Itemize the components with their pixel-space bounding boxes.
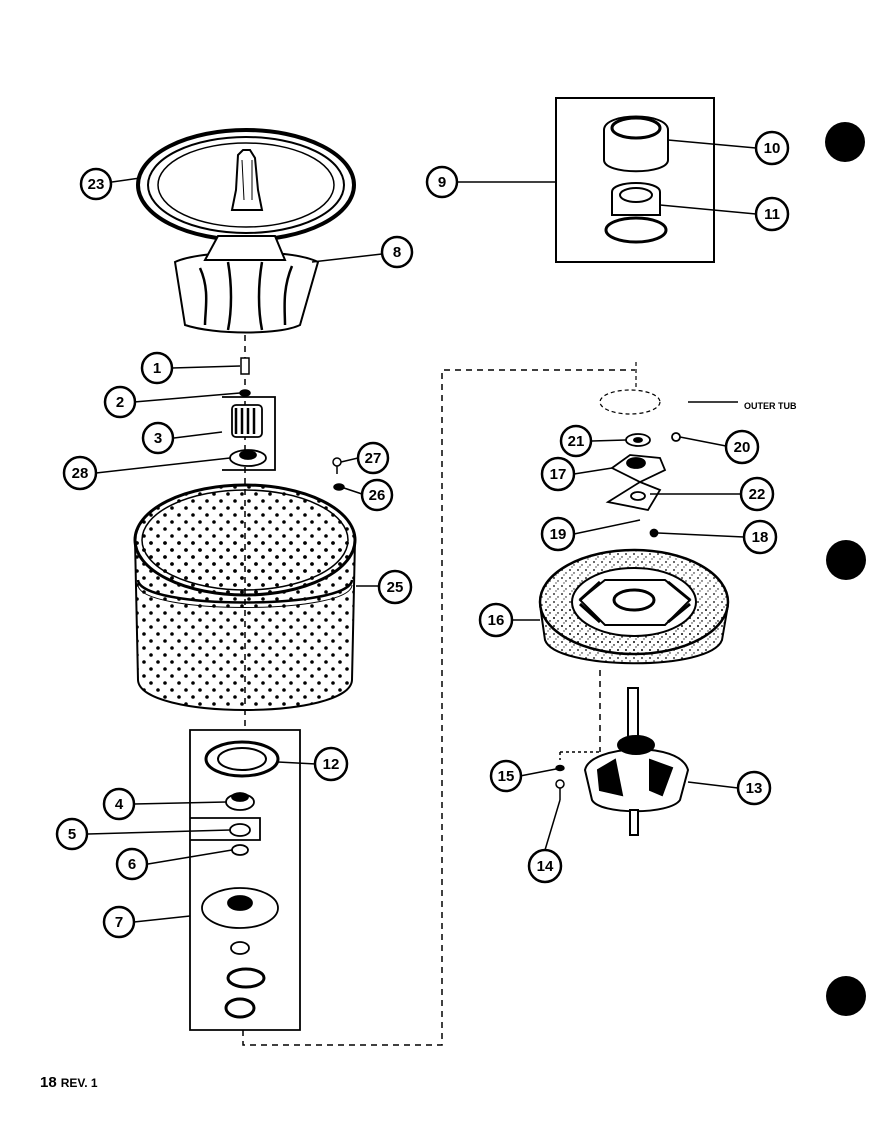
svg-text:15: 15: [498, 768, 515, 785]
callout-20: 20: [724, 429, 760, 465]
small-screw-part: [332, 457, 345, 491]
svg-text:23: 23: [88, 176, 105, 193]
svg-text:5: 5: [68, 826, 76, 843]
svg-text:9: 9: [438, 174, 446, 191]
callout-28: 28: [62, 455, 98, 491]
svg-text:16: 16: [488, 612, 505, 629]
pulley-drum: [538, 548, 730, 665]
callout-7: 7: [102, 905, 136, 939]
callout-18: 18: [742, 519, 778, 555]
callout-21: 21: [559, 424, 593, 458]
svg-text:22: 22: [749, 486, 766, 503]
leader-lines: [87, 139, 757, 923]
svg-text:25: 25: [387, 579, 404, 596]
callout-16: 16: [478, 602, 514, 638]
outer-tub-label: OUTER TUB: [744, 401, 797, 411]
svg-text:3: 3: [154, 430, 162, 447]
svg-text:21: 21: [568, 433, 585, 450]
callout-1: 1: [140, 351, 174, 385]
binder-hole-middle: [826, 540, 866, 580]
cap-parts-box: [555, 97, 715, 263]
binder-hole-bottom: [826, 976, 866, 1016]
binder-hole-top: [825, 122, 865, 162]
svg-text:20: 20: [734, 439, 751, 456]
svg-text:13: 13: [746, 780, 763, 797]
callout-6: 6: [115, 847, 149, 881]
svg-text:14: 14: [537, 858, 554, 875]
callout-3: 3: [141, 421, 175, 455]
callout-11: 11: [754, 196, 790, 232]
callout-19: 19: [540, 516, 576, 552]
svg-text:17: 17: [550, 466, 567, 483]
callout-14: 14: [527, 848, 563, 884]
callout-22: 22: [739, 476, 775, 512]
svg-text:19: 19: [550, 526, 567, 543]
bottom-bracket: [189, 729, 301, 1031]
callout-23: 23: [79, 167, 113, 201]
callout-9: 9: [425, 165, 459, 199]
nut-parts: [225, 792, 255, 856]
svg-text:11: 11: [764, 206, 780, 223]
svg-text:8: 8: [393, 244, 401, 261]
callout-26: 26: [360, 478, 394, 512]
callout-27: 27: [356, 441, 390, 475]
svg-text:27: 27: [365, 450, 382, 467]
svg-text:28: 28: [72, 465, 89, 482]
callout-15: 15: [489, 759, 523, 793]
callout-25: 25: [377, 569, 413, 605]
callout-bubbles: 23 8 1 2 3 28 27 26 25 12 4 5 6 7 9 10 1…: [55, 130, 790, 939]
callout-5: 5: [55, 817, 89, 851]
outer-tub-reference: [599, 362, 661, 415]
page-number: 18: [40, 1074, 57, 1091]
svg-text:26: 26: [369, 487, 386, 504]
mount-bolt: [555, 751, 600, 800]
svg-text:7: 7: [115, 914, 123, 931]
callout-2: 2: [103, 385, 137, 419]
seal-ring: [204, 740, 280, 778]
svg-text:1: 1: [153, 360, 161, 377]
svg-text:6: 6: [128, 856, 136, 873]
svg-text:2: 2: [116, 394, 124, 411]
svg-text:18: 18: [752, 529, 769, 546]
spin-basket: [133, 483, 357, 711]
agitator-assembly: [136, 128, 356, 334]
bolt-part: [239, 357, 251, 397]
svg-text:12: 12: [323, 756, 340, 773]
callout-17: 17: [540, 456, 576, 492]
cam-assembly: [222, 396, 276, 471]
callout-4: 4: [102, 787, 136, 821]
hub-parts: [201, 887, 279, 1019]
transmission: [583, 687, 690, 836]
svg-text:4: 4: [115, 796, 124, 813]
callout-12: 12: [313, 746, 349, 782]
svg-text:10: 10: [764, 140, 781, 157]
callout-10: 10: [754, 130, 790, 166]
callout-8: 8: [380, 235, 414, 269]
callout-13: 13: [736, 770, 772, 806]
revision-label: REV. 1: [60, 1076, 98, 1090]
bearing-parts: [605, 432, 681, 538]
